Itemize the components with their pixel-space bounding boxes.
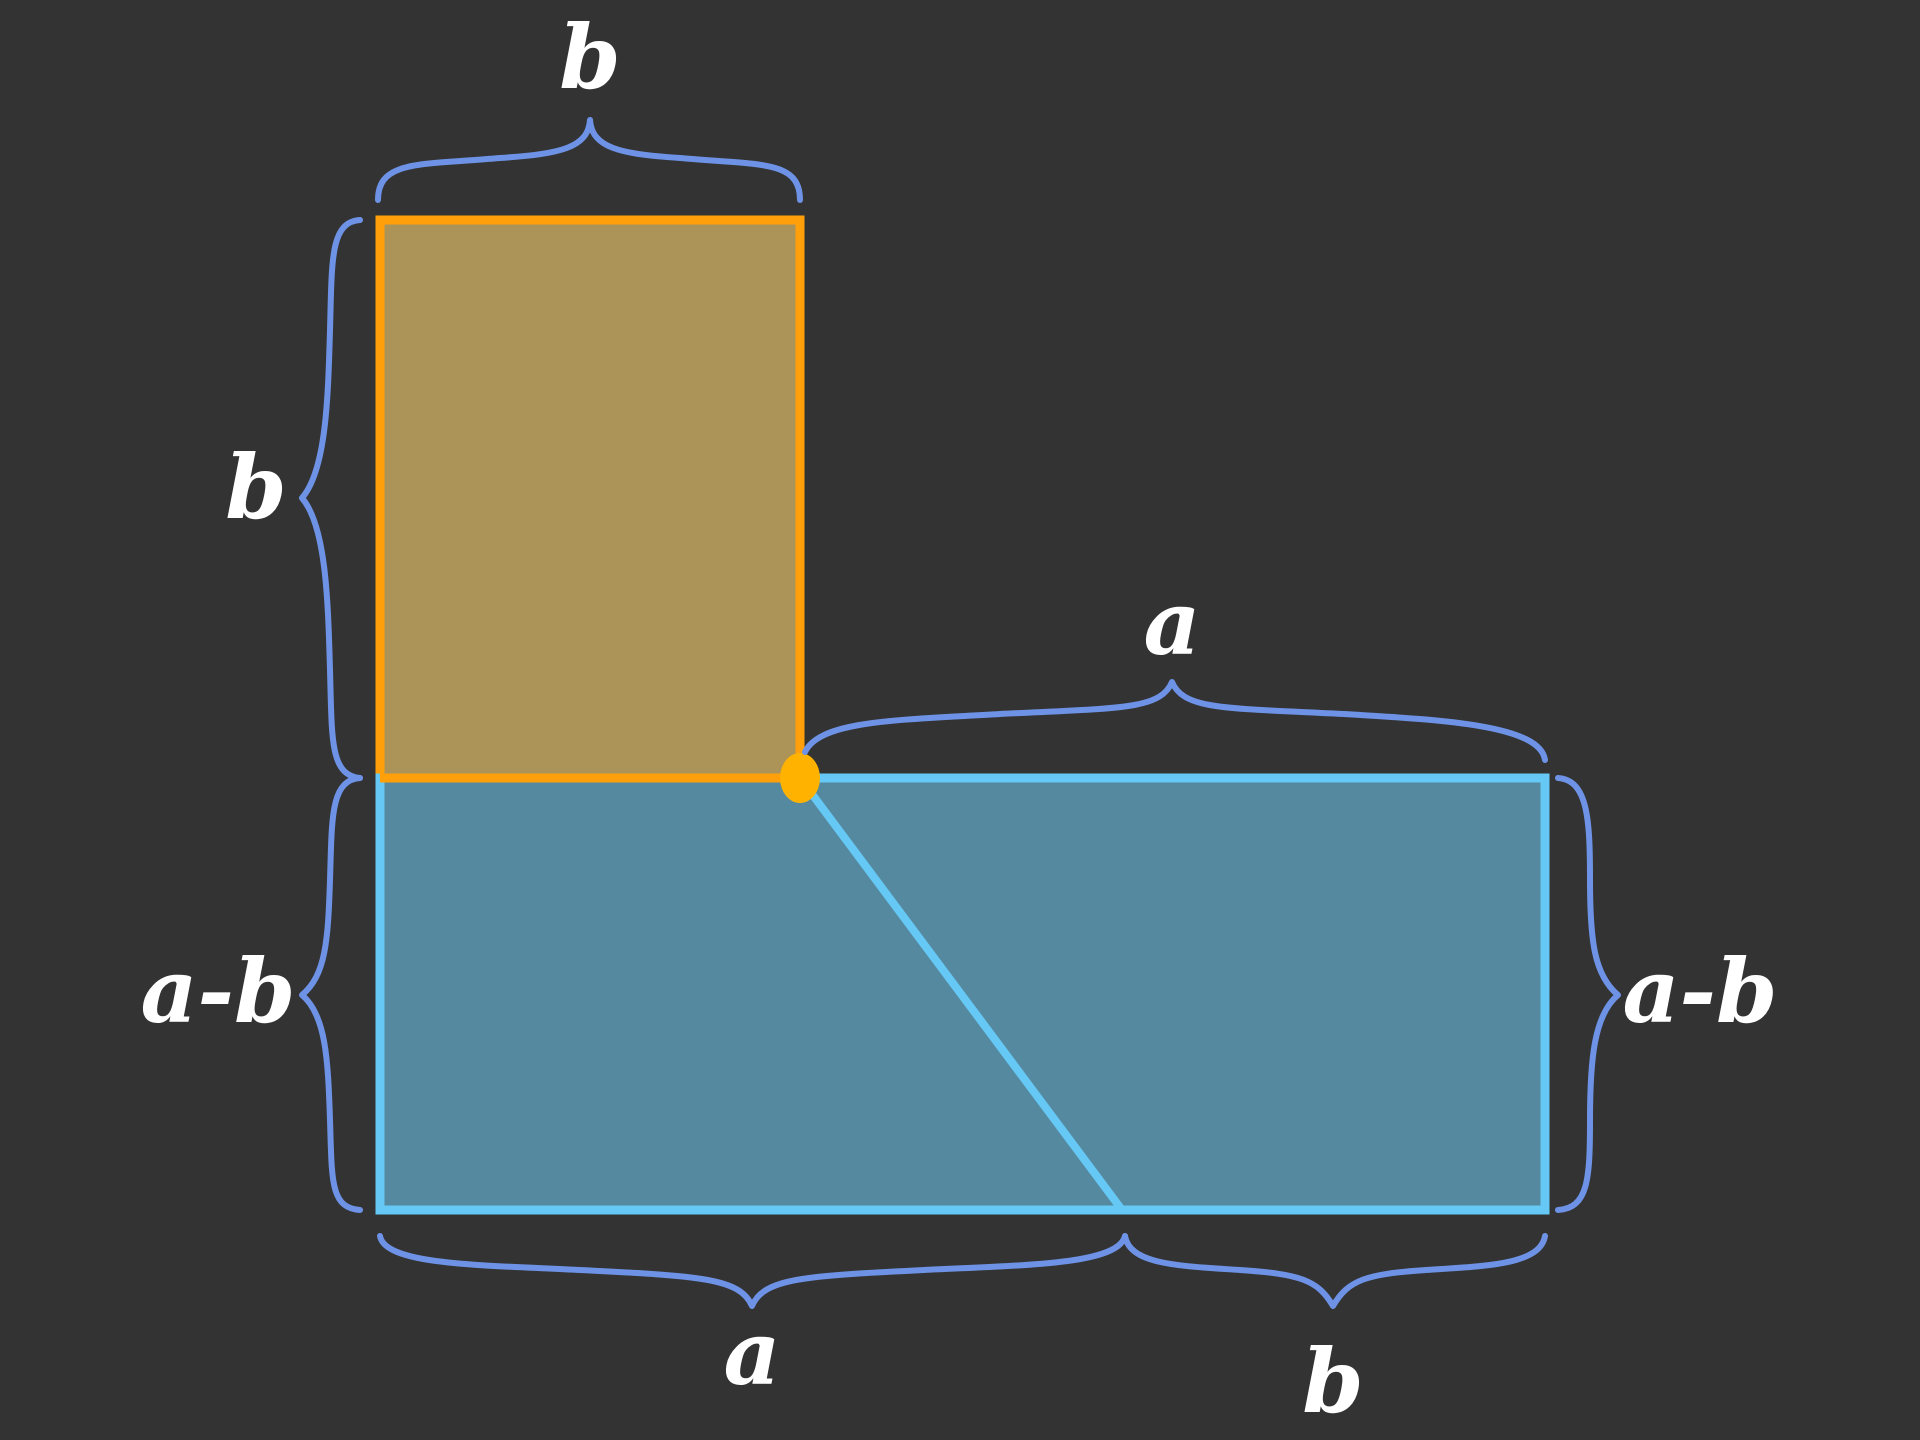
brace-mid-a xyxy=(802,679,1548,763)
brace-bottom-b xyxy=(1122,1233,1548,1309)
brace-left-a-minus-b xyxy=(299,775,363,1213)
label-left-a-minus-b: a-b xyxy=(140,939,295,1043)
label-bottom-a: a xyxy=(723,1301,780,1405)
brace-left-b xyxy=(299,217,363,781)
square-b xyxy=(375,215,805,783)
diagonal-cut-line xyxy=(796,774,1126,1214)
pivot-point xyxy=(780,753,820,803)
brace-right-a-minus-b xyxy=(1555,775,1621,1213)
brace-top-b xyxy=(375,117,803,203)
brace-bottom-a xyxy=(377,1233,1128,1309)
label-right-a-minus-b: a-b xyxy=(1622,939,1777,1043)
label-left-b: b xyxy=(225,435,287,539)
label-mid-a: a xyxy=(1143,571,1200,675)
label-bottom-b: b xyxy=(1302,1329,1364,1433)
label-top-b: b xyxy=(559,5,621,109)
